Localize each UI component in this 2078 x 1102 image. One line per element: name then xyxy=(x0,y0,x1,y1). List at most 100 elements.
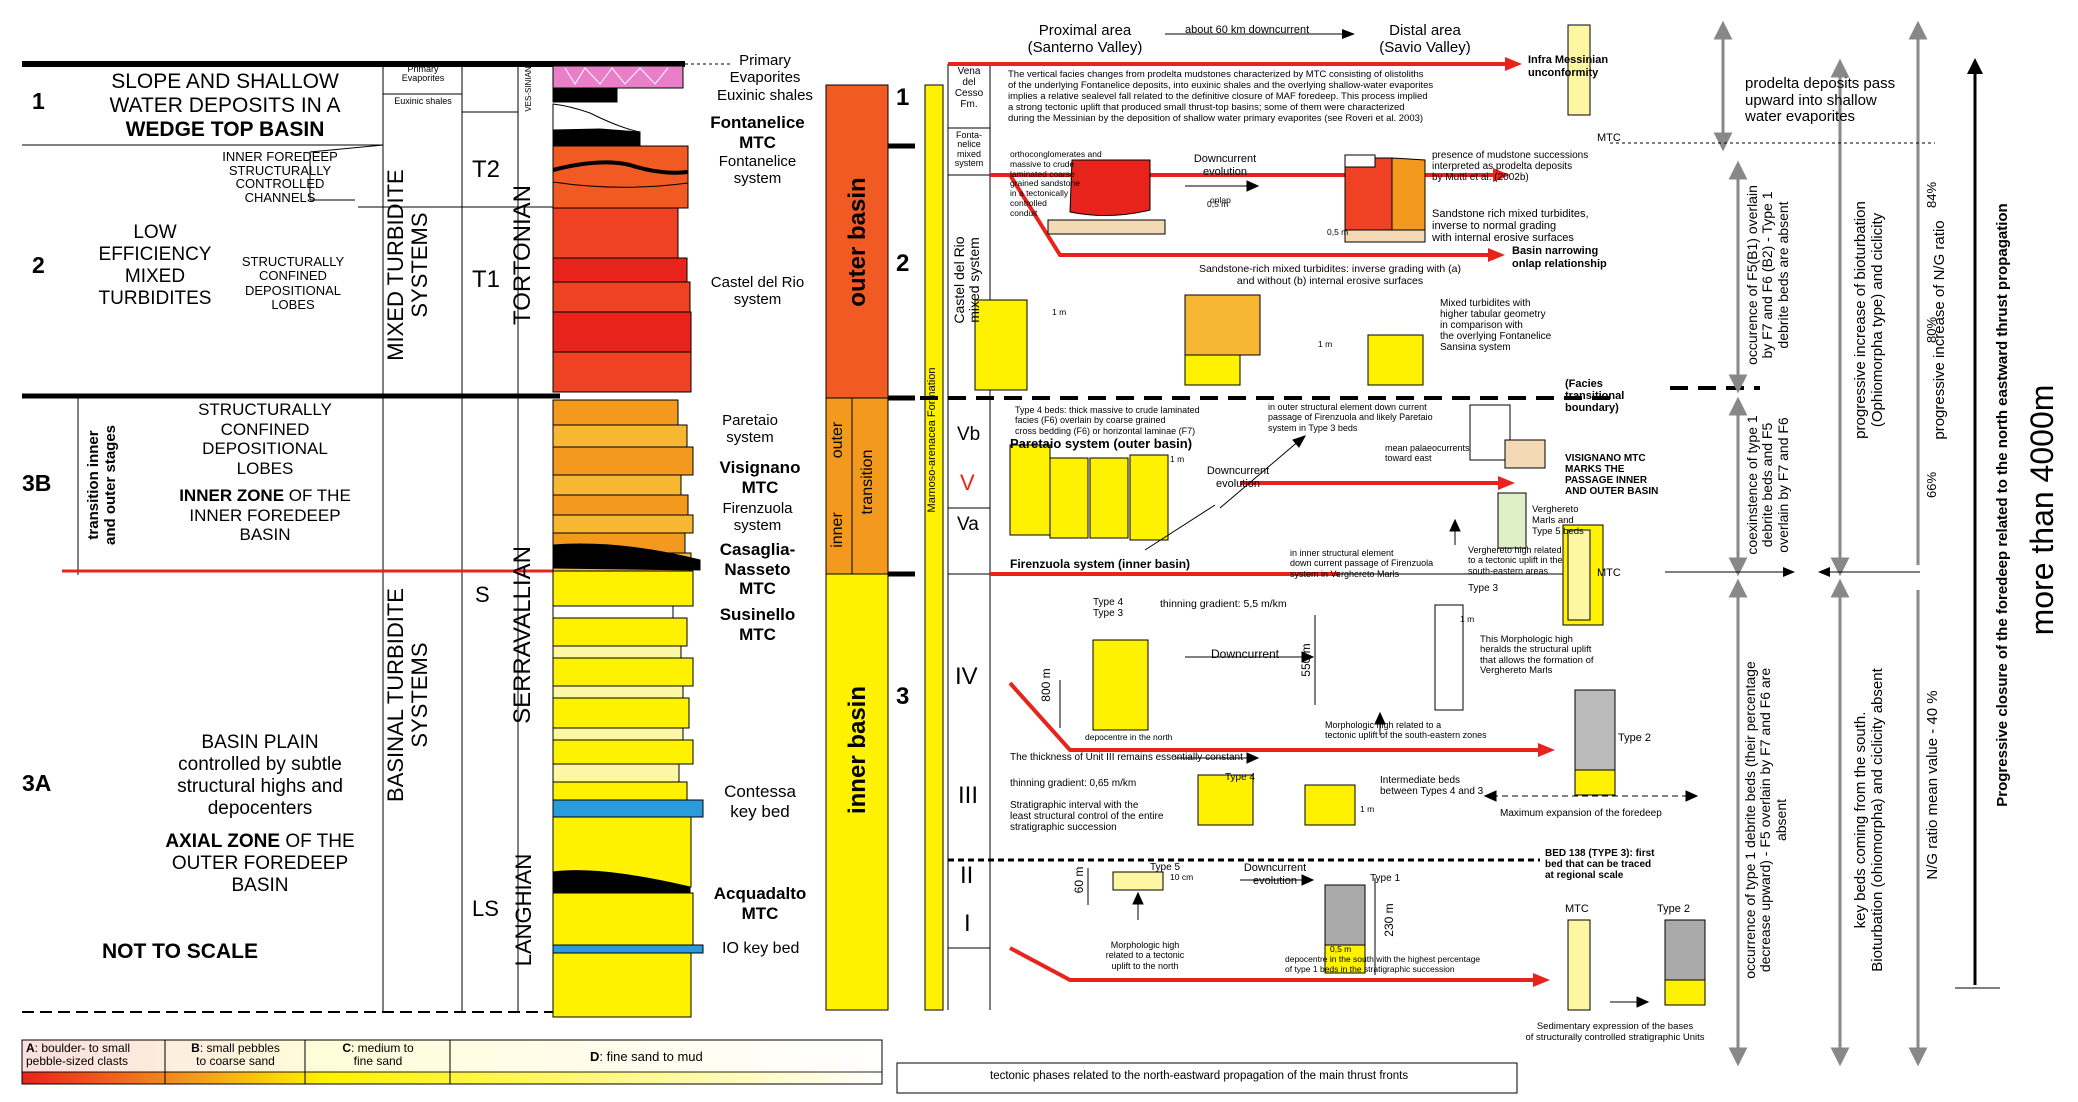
col-line: Fontanelice xyxy=(700,153,815,170)
col-primary: Primary xyxy=(715,52,815,69)
anno-line: VISIGNANO MTC xyxy=(1565,453,1658,464)
col-line: MTC xyxy=(700,625,815,645)
col-line: Contessa xyxy=(705,782,815,802)
channels-label: INNER FOREDEEP STRUCTURALLY CONTROLLED C… xyxy=(195,150,365,205)
unit-2-line: LOW xyxy=(90,222,220,244)
inner-label: inner xyxy=(829,490,847,570)
serravallian-label: SERRAVALLIAN xyxy=(510,500,536,770)
ortho-note: orthoconglomerates and massive to crude … xyxy=(1010,150,1102,218)
unit-3b-rest: INNER FOREDEEP xyxy=(150,506,380,526)
legend-a-key: A xyxy=(26,1041,35,1055)
stage-line: Vena xyxy=(948,66,990,77)
legend-c-text: : medium to xyxy=(351,1041,414,1055)
unit-3a-rest: OF THE xyxy=(280,831,355,852)
anno-line: evolution xyxy=(1230,875,1320,888)
right-line: progressive increase of bioturbation xyxy=(1853,75,1870,565)
legend-c-key: C xyxy=(342,1041,351,1055)
stage-i: I xyxy=(964,910,971,938)
type3-label: Type 3 xyxy=(1468,583,1498,595)
type4-beds-note: Type 4 beds: thick massive to crude lami… xyxy=(1015,405,1200,436)
euxinic-small: Euxinic shales xyxy=(384,96,462,106)
anno-line: boundary) xyxy=(1565,402,1624,414)
col-line: Firenzuola xyxy=(705,500,810,517)
castel-del-rio-system-label: Castel del Rio system xyxy=(700,274,815,309)
downcurrent-evolution-2: Downcurrent evolution xyxy=(1198,465,1278,490)
m1-label-c: 1 m xyxy=(1170,455,1184,465)
basin-narrowing: Basin narrowing onlap relationship xyxy=(1512,245,1607,270)
anno-line: at regional scale xyxy=(1545,870,1654,881)
type4-type3: Type 4 Type 3 xyxy=(1093,597,1123,619)
right-line: occurence of F5(B1) overlain xyxy=(1745,170,1760,380)
occurrence-f5: occurence of F5(B1) overlain by F7 and F… xyxy=(1745,170,1791,380)
unit-3b-bold: INNER ZONE xyxy=(179,486,284,505)
m05-label-a: 0,5 m xyxy=(1207,200,1228,210)
tortonian-label: TORTONIAN xyxy=(510,130,536,380)
paretaio-system-label: Paretaio system xyxy=(710,412,790,447)
bed-138: BED 138 (TYPE 3): first bed that can be … xyxy=(1545,848,1654,881)
visignano-mtc-label: Visignano MTC xyxy=(705,458,815,497)
type2-label-a: Type 2 xyxy=(1618,732,1651,745)
col-line: Fontanelice xyxy=(695,113,820,133)
coexistence-type1: coexinstence of type 1 debrite beds and … xyxy=(1745,405,1791,565)
morph-high-se: Morphologic high related to a tectonic u… xyxy=(1325,720,1487,741)
anno-line: Sansina system xyxy=(1440,342,1551,353)
paretaio-outer: Paretaio system (outer basin) xyxy=(1010,437,1192,452)
unit-3a-line: structural highs and xyxy=(140,776,380,798)
anno-line: system in Type 3 beds xyxy=(1268,423,1433,433)
anno-line: during the Messinian by the deposition o… xyxy=(1008,114,1433,125)
stage-va: Va xyxy=(957,514,979,536)
facies-boundary: (Facies transitional boundary) xyxy=(1565,378,1624,414)
downcurrent-evolution-4: Downcurrent evolution xyxy=(1230,862,1320,887)
anno-line: toward east xyxy=(1385,453,1470,463)
intermediate-beds: Intermediate beds between Types 4 and 3 xyxy=(1380,775,1483,797)
anno-line: of structurally controlled stratigraphic… xyxy=(1525,1033,1705,1044)
unit-3b-line: LOBES xyxy=(150,459,380,479)
anno-line: to a tectonic uplift in the xyxy=(1468,555,1563,565)
not-to-scale: NOT TO SCALE xyxy=(102,940,258,964)
anno-line: Verghereto Marls xyxy=(1480,666,1594,676)
anno-line: transitional xyxy=(1565,390,1624,402)
right-line: coexinstence of type 1 xyxy=(1745,405,1760,565)
stage-line: Fm. xyxy=(948,99,990,110)
contessa-key-bed-label: Contessa key bed xyxy=(705,782,815,821)
mtc-label-2: MTC xyxy=(1597,567,1621,580)
col-line: key bed xyxy=(705,802,815,822)
mixed-turbidite-line: MIXED TURBIDITE xyxy=(384,150,408,380)
more-than-4000m: more than 4000m xyxy=(2025,300,2060,720)
anno-line: of type 1 beds in the stratigraphic succ… xyxy=(1285,965,1480,975)
col-line: system xyxy=(700,170,815,187)
right-line: key beds coming from the south. xyxy=(1853,590,1870,1050)
unit-2-description: LOW EFFICIENCY MIXED TURBIDITES xyxy=(90,222,220,309)
langhian-label: LANGHIAN xyxy=(512,830,536,990)
fontanelice-system-label: Fontanelice system xyxy=(700,153,815,188)
anno-line: in comparison with xyxy=(1440,320,1551,331)
anno-line: (Facies xyxy=(1565,378,1624,390)
basinal-turbidite-line: SYSTEMS xyxy=(408,540,432,850)
distal-area: Distal area (Savio Valley) xyxy=(1355,22,1495,57)
basin-separators xyxy=(888,146,915,574)
channels-line: INNER FOREDEEP xyxy=(195,150,365,164)
col-line: MTC xyxy=(695,133,820,153)
legend-d-key: D xyxy=(590,1049,599,1064)
legend-a: A: boulder- to small pebble-sized clasts xyxy=(26,1042,130,1068)
mixed-turb-note: Mixed turbidites with higher tabular geo… xyxy=(1440,298,1551,353)
channels-line: STRUCTURALLY xyxy=(195,164,365,178)
anno-line: Sandstone-rich mixed turbidites: inverse… xyxy=(1160,263,1500,275)
ls-label: LS xyxy=(472,896,499,921)
stage-vb: Vb xyxy=(957,424,980,446)
anno-line: in outer structural element down current xyxy=(1268,402,1433,412)
unit-3a-bold: AXIAL ZONE xyxy=(165,831,280,852)
primary-evaporites-small: Primary Evaporites xyxy=(386,65,460,84)
anno-line: down current passage of Firenzuola xyxy=(1290,558,1433,568)
anno-line: facies (F6) overlain by coarse grained xyxy=(1015,415,1200,425)
legend-b-key: B xyxy=(191,1041,200,1055)
strat-column xyxy=(553,66,703,1017)
pct-80: 80% xyxy=(1925,310,1939,350)
right-line: overlain by F7 and F6 xyxy=(1776,405,1791,565)
col-line: Visignano xyxy=(705,458,815,478)
m550-label: 550 m xyxy=(1300,625,1313,695)
transition-basin-label: transition xyxy=(859,402,877,562)
mixed-turbidite-line: SYSTEMS xyxy=(408,150,432,380)
type1-label: Type 1 xyxy=(1370,873,1400,885)
stage-iii: III xyxy=(958,782,978,810)
